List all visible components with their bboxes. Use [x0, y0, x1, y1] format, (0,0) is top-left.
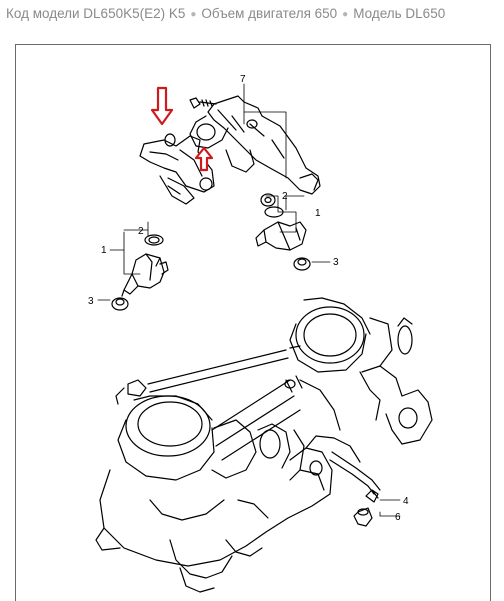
- breadcrumb-header: Код модели DL650K5(E2) K5 ● Объем двигател…: [6, 4, 504, 24]
- callout-1-right: 1: [315, 208, 321, 219]
- left-injector: [121, 234, 169, 297]
- separator-dot: ●: [190, 9, 197, 20]
- model-text: Модель DL650: [353, 6, 446, 21]
- leader-lines: [97, 83, 401, 517]
- clip-part-4: [365, 489, 379, 503]
- throttle-body: [95, 297, 433, 593]
- fuel-rail: [189, 95, 321, 195]
- callout-2-right: 2: [282, 191, 288, 202]
- engine-volume-text: Объем двигателя 650: [201, 6, 338, 21]
- cap-part-6: [353, 507, 373, 527]
- right-injector: [255, 193, 307, 251]
- separator-dot: ●: [342, 9, 349, 20]
- callout-2-left: 2: [138, 226, 144, 237]
- left-seal: [111, 297, 129, 311]
- delivery-pipe: [139, 133, 215, 205]
- diagram-frame: [15, 44, 491, 601]
- red-arrow-up: [194, 146, 214, 172]
- red-arrow-down: [150, 86, 174, 126]
- callout-6: 6: [395, 512, 401, 523]
- callout-3-left: 3: [88, 296, 94, 307]
- callout-3-right: 3: [333, 257, 339, 268]
- right-seal: [293, 257, 311, 271]
- callout-7: 7: [240, 74, 246, 85]
- model-code-text: Код модели DL650K5(E2) K5: [6, 6, 186, 21]
- callout-4: 4: [403, 496, 409, 507]
- callout-1-left: 1: [101, 245, 107, 256]
